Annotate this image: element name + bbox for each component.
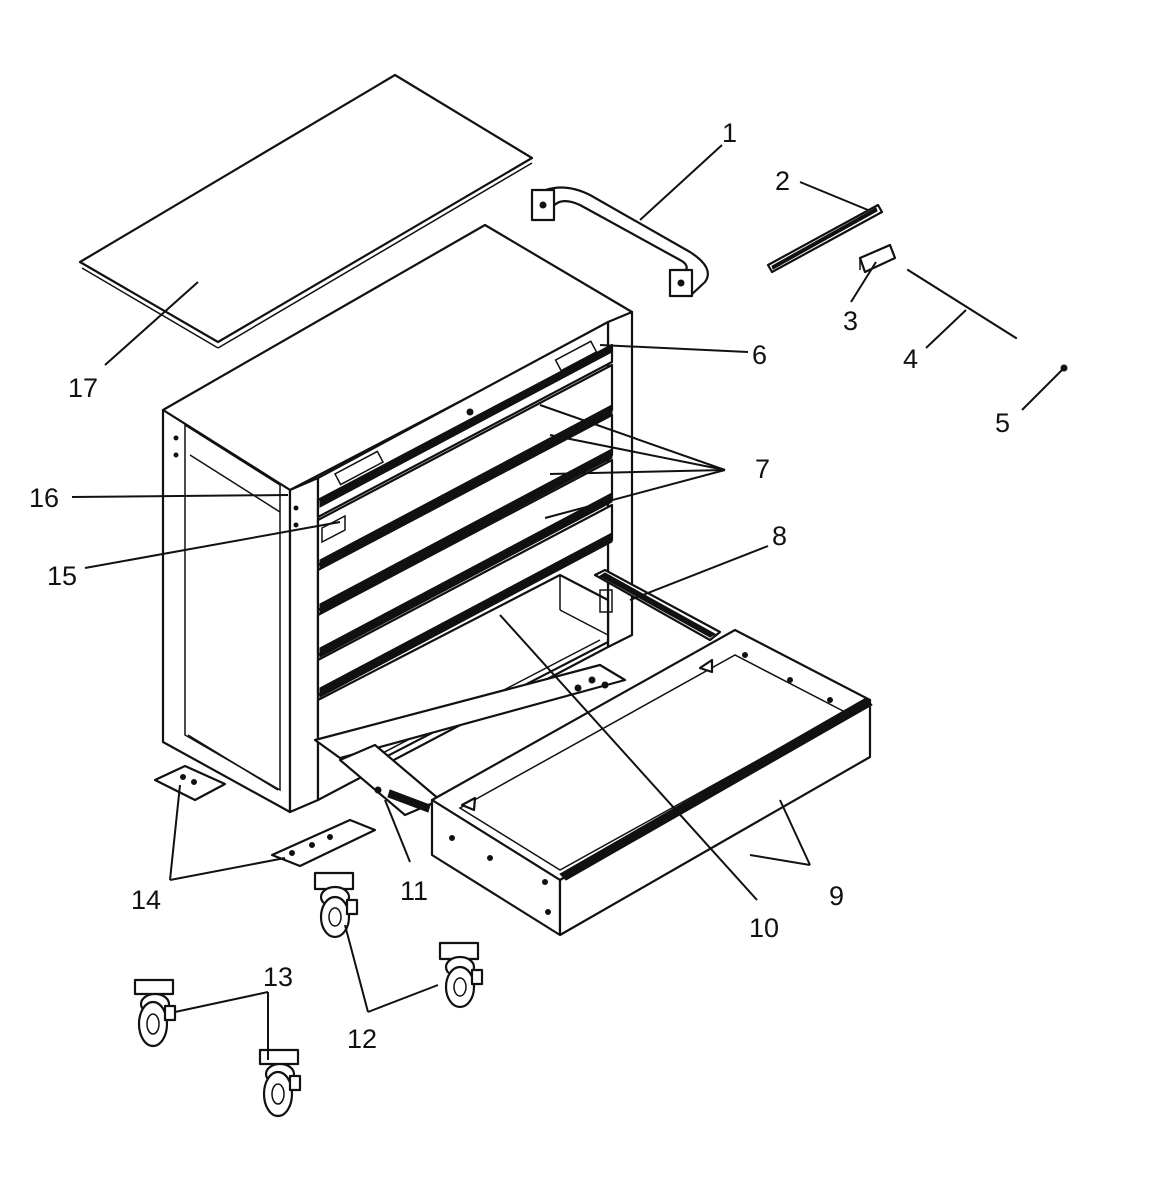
part-5-screw	[1060, 364, 1068, 372]
part-4-rod	[906, 268, 1018, 340]
part-10-base-slide	[313, 663, 627, 760]
label-8: 8	[772, 521, 787, 551]
part-14-base-brackets	[153, 764, 377, 868]
label-11: 11	[400, 876, 428, 906]
label-13: 13	[263, 962, 293, 992]
label-1: 1	[722, 118, 737, 148]
label-3: 3	[843, 306, 858, 336]
leader-lines	[71, 144, 1063, 1060]
label-7: 7	[755, 454, 770, 484]
label-16: 16	[29, 483, 59, 513]
part-labels: 1 2 3 4 5 6 7 8 9 10 11 12 13 14 15 16 1…	[29, 118, 1010, 1054]
part-12-casters	[313, 871, 484, 1009]
label-6: 6	[752, 340, 767, 370]
part-17-top-mat	[78, 73, 534, 349]
label-14: 14	[131, 885, 161, 915]
label-12: 12	[347, 1024, 377, 1054]
drawer-fronts	[316, 343, 614, 698]
label-2: 2	[775, 166, 790, 196]
part-2-strip	[766, 203, 884, 274]
label-5: 5	[995, 408, 1010, 438]
label-10: 10	[749, 913, 779, 943]
part-1-handle	[530, 186, 709, 298]
part-9-drawer	[430, 628, 873, 937]
part-13-casters	[133, 978, 302, 1118]
label-17: 17	[68, 373, 98, 403]
part-8-drawer-slide	[593, 568, 722, 642]
part-3-clip	[858, 243, 897, 274]
label-15: 15	[47, 561, 77, 591]
label-9: 9	[829, 881, 844, 911]
label-4: 4	[903, 344, 918, 374]
